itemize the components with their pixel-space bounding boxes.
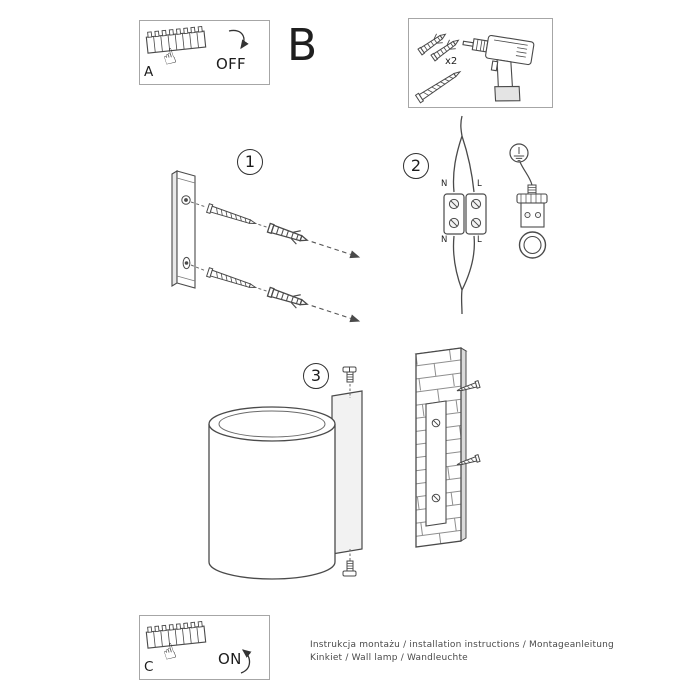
wire-label-neutral-bottom: N bbox=[441, 235, 448, 245]
bottom-set-screw-icon bbox=[342, 549, 357, 577]
brick-wall bbox=[414, 347, 481, 548]
step1-illustration bbox=[171, 170, 363, 328]
ground-and-gland bbox=[509, 143, 548, 259]
footer-line-2: Kinkiet / Wall lamp / Wandleuchte bbox=[310, 653, 468, 663]
wire-label-neutral-top: N bbox=[441, 179, 448, 189]
cable-terminal-block bbox=[443, 115, 487, 315]
step-2-number: 2 bbox=[403, 153, 429, 179]
power-on-label: ON bbox=[218, 650, 242, 668]
leader-dashes bbox=[190, 201, 207, 272]
wire-label-live-top: L bbox=[477, 179, 482, 189]
power-on-panel-box bbox=[139, 615, 270, 680]
power-off-label: OFF bbox=[216, 55, 246, 73]
top-set-screw-icon bbox=[342, 366, 357, 398]
footer-line-1: Instrukcja montażu / installation instru… bbox=[310, 640, 614, 650]
anchor-count-label: x2 bbox=[445, 56, 458, 67]
variant-letter: B bbox=[287, 20, 318, 71]
panel-a-label: A bbox=[144, 64, 154, 80]
step-1-number: 1 bbox=[237, 149, 263, 175]
earth-symbol-icon bbox=[509, 143, 529, 163]
small-screw-icon bbox=[455, 380, 481, 395]
step3-illustration bbox=[208, 347, 481, 580]
panel-c-label: C bbox=[144, 659, 154, 675]
power-off-panel-box bbox=[139, 20, 270, 85]
small-screw-icon bbox=[455, 454, 481, 469]
wall-bracket bbox=[425, 400, 447, 527]
mounting-bracket bbox=[171, 170, 196, 289]
lamp-cylinder bbox=[208, 366, 363, 580]
screw-anchor-row-icon bbox=[206, 265, 363, 328]
tools-box bbox=[408, 18, 553, 108]
lamp-back-plate bbox=[331, 390, 363, 555]
screw-anchor-row-icon bbox=[206, 201, 363, 264]
step2-illustration bbox=[443, 115, 548, 315]
step-3-number: 3 bbox=[303, 363, 329, 389]
wire-label-live-bottom: L bbox=[477, 235, 482, 245]
